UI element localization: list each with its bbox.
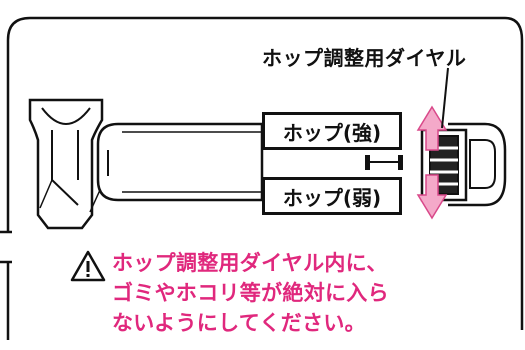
hop-strong-label: ホップ(強) — [262, 112, 402, 150]
warning-line: ないようにしてください。 — [112, 311, 366, 335]
barrel — [89, 122, 264, 213]
gap-indicator — [365, 155, 403, 170]
dial-leader-line — [441, 67, 449, 129]
warning-line: ゴミやホコリ等が絶対に入ら — [112, 281, 389, 305]
hop-weak-label: ホップ(弱) — [262, 177, 402, 215]
warning-triangle-icon — [70, 250, 106, 282]
chamber-block — [28, 98, 104, 230]
hop-dial-label: ホップ調整用ダイヤル — [262, 46, 467, 70]
up-arrow — [416, 105, 448, 151]
down-arrow — [416, 174, 448, 220]
frame-outline — [6, 16, 524, 330]
warning-line: ホップ調整用ダイヤル内に、 — [112, 251, 388, 275]
